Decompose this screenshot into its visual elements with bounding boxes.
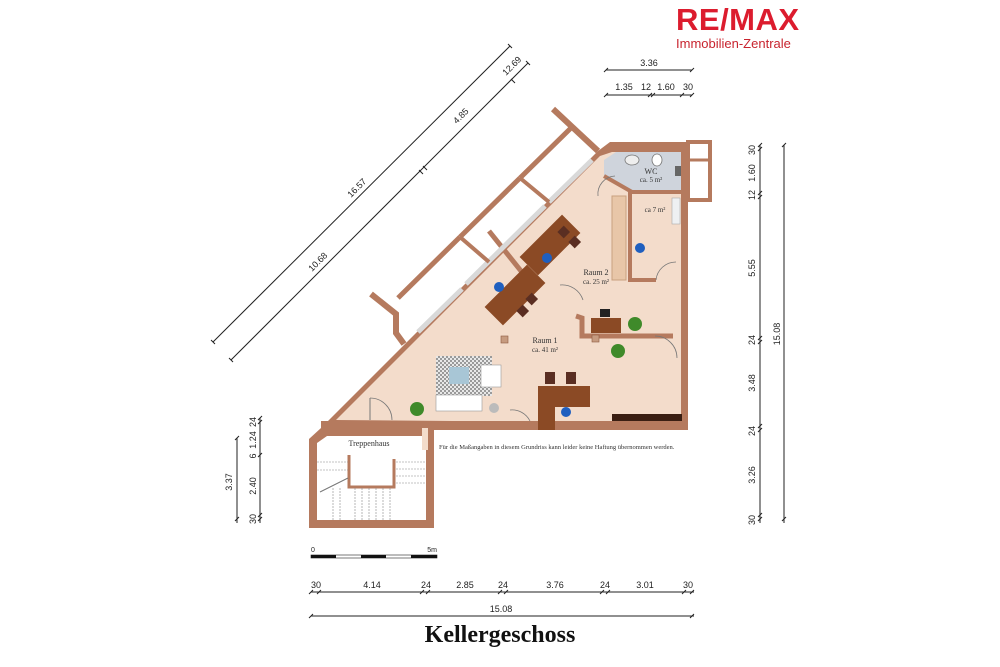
room-labels: WC ca. 5 m² ca 7 m² Raum 2 ca. 25 m² Rau…: [348, 167, 674, 451]
room-wc-area: ca. 5 m²: [640, 176, 663, 184]
svg-text:30: 30: [747, 515, 757, 525]
svg-text:16.57: 16.57: [345, 176, 368, 199]
plant-icon: [611, 344, 625, 358]
scale-bar: 0 5m: [310, 547, 438, 559]
heater-icon: [675, 166, 681, 176]
svg-text:30: 30: [311, 580, 321, 590]
svg-text:3.48: 3.48: [747, 374, 757, 392]
svg-text:5m: 5m: [427, 547, 437, 554]
stairwell: [309, 397, 434, 528]
svg-text:24: 24: [747, 426, 757, 436]
svg-text:12: 12: [747, 190, 757, 200]
svg-text:3.37: 3.37: [224, 473, 234, 491]
light-well-walls: [369, 106, 601, 346]
furniture: [410, 153, 681, 430]
room-raum1-name: Raum 1: [532, 336, 557, 345]
svg-text:30: 30: [683, 82, 693, 92]
svg-text:24: 24: [421, 580, 431, 590]
svg-text:3.76: 3.76: [546, 580, 564, 590]
room-raum2-name: Raum 2: [583, 268, 608, 277]
disclaimer: Für die Maßangaben in diesem Grundriss k…: [439, 444, 675, 451]
dimension-ticks: [210, 43, 787, 619]
svg-text:2.40: 2.40: [248, 477, 258, 495]
dimension-lines: [212, 45, 785, 617]
svg-text:30: 30: [248, 514, 258, 524]
svg-text:1.60: 1.60: [657, 82, 675, 92]
page-title: Kellergeschoss: [424, 622, 576, 648]
svg-text:30: 30: [747, 145, 757, 155]
svg-text:15.08: 15.08: [490, 604, 513, 614]
svg-text:24: 24: [600, 580, 610, 590]
svg-text:3.36: 3.36: [640, 58, 658, 68]
room-stairwell-name: Treppenhaus: [348, 439, 389, 448]
svg-text:30: 30: [683, 580, 693, 590]
plant-icon: [410, 402, 424, 416]
logo-subtitle: Immobilien-Zentrale: [676, 36, 791, 51]
svg-text:12: 12: [641, 82, 651, 92]
svg-text:5.55: 5.55: [747, 259, 757, 277]
toilet-icon: [651, 153, 663, 167]
svg-text:3.01: 3.01: [636, 580, 654, 590]
svg-text:15.08: 15.08: [772, 323, 782, 346]
svg-text:1.24: 1.24: [248, 431, 258, 449]
svg-text:0: 0: [311, 547, 315, 554]
plant-icon: [628, 317, 642, 331]
svg-text:2.85: 2.85: [456, 580, 474, 590]
logo-brand: RE/MAX: [676, 2, 800, 37]
sink-icon: [624, 154, 640, 166]
doors: [509, 175, 678, 422]
svg-text:10.68: 10.68: [306, 250, 329, 273]
room-raum1-area: ca. 41 m²: [532, 346, 558, 354]
svg-text:1.60: 1.60: [747, 164, 757, 182]
cabinet: [612, 414, 682, 423]
chair-icon: [635, 243, 645, 253]
svg-text:12.69: 12.69: [500, 54, 523, 77]
svg-text:6: 6: [248, 453, 258, 458]
room-small-area: ca 7 m²: [645, 206, 666, 214]
svg-text:3.26: 3.26: [747, 466, 757, 484]
room-raum2-area: ca. 25 m²: [583, 278, 609, 286]
svg-text:24: 24: [747, 335, 757, 345]
svg-text:4.14: 4.14: [363, 580, 381, 590]
room-wc-name: WC: [645, 167, 658, 176]
svg-text:24: 24: [248, 417, 258, 427]
svg-text:24: 24: [498, 580, 508, 590]
remax-logo: RE/MAX Immobilien-Zentrale: [676, 4, 816, 51]
svg-text:1.35: 1.35: [615, 82, 633, 92]
